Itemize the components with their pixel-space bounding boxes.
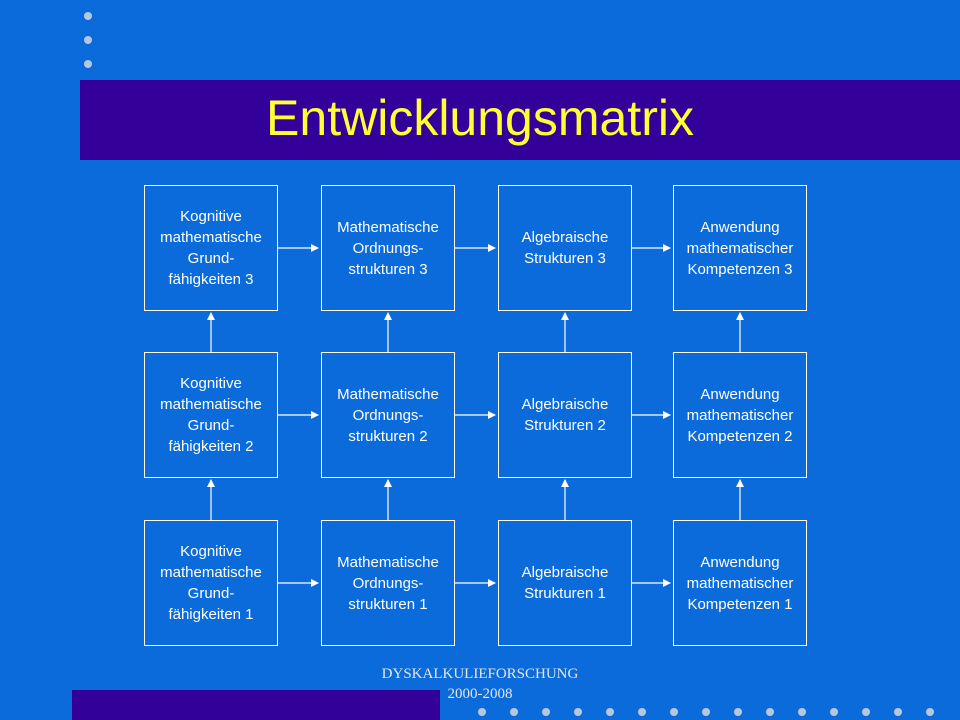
footer-line-1: DYSKALKULIEFORSCHUNG [381,666,579,682]
slide-title: Entwicklungsmatrix [266,90,694,146]
box-anwendung-3: Anwendung mathematischer Kompetenzen 3 [673,185,807,311]
decorative-dot [574,708,582,716]
box-label: Kognitive mathematische Grund- fähigkeit… [160,543,262,623]
box-label: Kognitive mathematische Grund- fähigkeit… [160,208,262,288]
decorative-dot [84,36,92,44]
box-label: Anwendung mathematischer Kompetenzen 1 [686,553,794,613]
decorative-dot [84,60,92,68]
box-ordnungsstrukturen-2: Mathematische Ordnungs- strukturen 2 [321,352,455,478]
box-algebraische-1: Algebraische Strukturen 1 [498,520,632,646]
box-label: Algebraische Strukturen 2 [521,396,609,434]
box-label: Algebraische Strukturen 1 [521,564,609,602]
box-label: Anwendung mathematischer Kompetenzen 2 [686,385,794,445]
title-bar [80,80,960,160]
slide-footer: DYSKALKULIEFORSCHUNG 2000-2008 [330,664,630,704]
box-kognitive-1: Kognitive mathematische Grund- fähigkeit… [144,520,278,646]
decorative-dot [862,708,870,716]
decorative-dot [798,708,806,716]
footer-line-2: 2000-2008 [447,686,513,702]
decorative-dot [926,708,934,716]
decorative-dot [84,12,92,20]
decorative-dot [510,708,518,716]
box-label: Kognitive mathematische Grund- fähigkeit… [160,375,262,455]
footer-bar [72,690,440,720]
box-label: Algebraische Strukturen 3 [521,229,609,267]
decorative-dot [478,708,486,716]
box-label: Mathematische Ordnungs- strukturen 2 [337,385,439,445]
box-anwendung-2: Anwendung mathematischer Kompetenzen 2 [673,352,807,478]
box-ordnungsstrukturen-1: Mathematische Ordnungs- strukturen 1 [321,520,455,646]
decorative-dot [638,708,646,716]
decorative-dot [734,708,742,716]
decorative-dot [606,708,614,716]
box-ordnungsstrukturen-3: Mathematische Ordnungs- strukturen 3 [321,185,455,311]
decorative-dot [542,708,550,716]
box-label: Mathematische Ordnungs- strukturen 1 [337,553,439,613]
box-anwendung-1: Anwendung mathematischer Kompetenzen 1 [673,520,807,646]
box-kognitive-2: Kognitive mathematische Grund- fähigkeit… [144,352,278,478]
box-label: Mathematische Ordnungs- strukturen 3 [337,218,439,278]
decorative-dot [702,708,710,716]
decorative-dot [670,708,678,716]
box-label: Anwendung mathematischer Kompetenzen 3 [686,218,794,278]
box-kognitive-3: Kognitive mathematische Grund- fähigkeit… [144,185,278,311]
decorative-dot [894,708,902,716]
box-algebraische-2: Algebraische Strukturen 2 [498,352,632,478]
box-algebraische-3: Algebraische Strukturen 3 [498,185,632,311]
decorative-dot [830,708,838,716]
decorative-dot [766,708,774,716]
